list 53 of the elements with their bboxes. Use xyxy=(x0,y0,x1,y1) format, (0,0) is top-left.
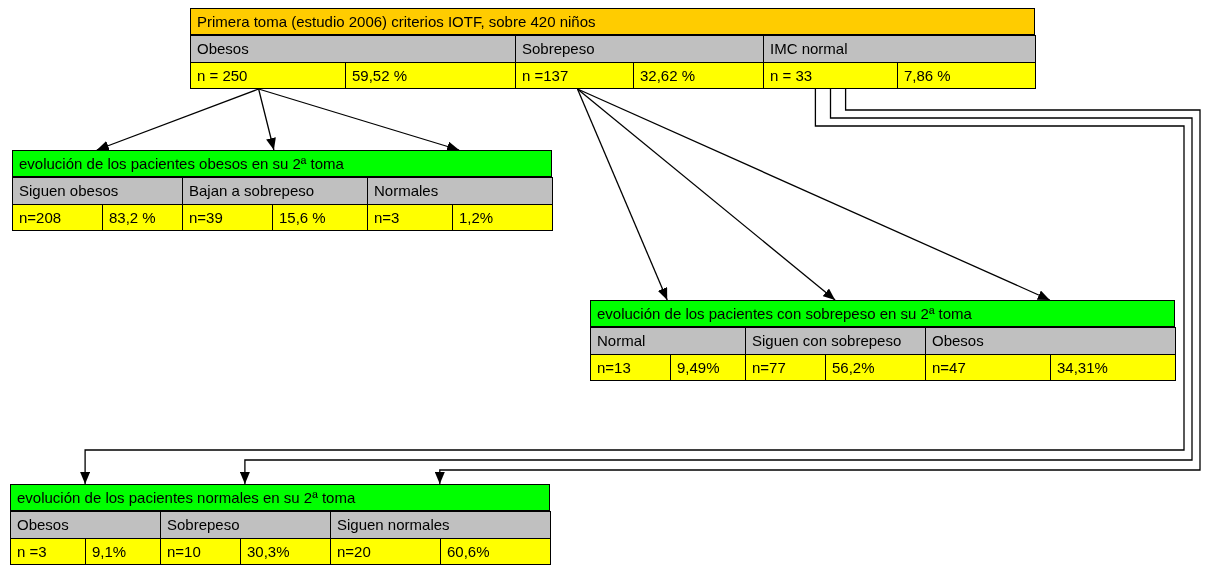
table-title: Primera toma (estudio 2006) criterios IOTF, sobre 420 niños xyxy=(190,8,1035,35)
arrow xyxy=(96,88,260,151)
data-table xyxy=(10,484,550,565)
table-title: evolución de los pacientes normales en su 2ª toma xyxy=(10,484,550,511)
value-cell: n = 33 xyxy=(763,62,898,89)
arrow xyxy=(434,88,1201,485)
column-header: Obesos xyxy=(925,327,1176,355)
value-cell: 32,62 % xyxy=(633,62,764,89)
value-cell: 9,49% xyxy=(670,354,746,381)
arrow xyxy=(239,88,1193,485)
column-header: Siguen normales xyxy=(330,511,551,539)
column-header: Normales xyxy=(367,177,553,205)
value-cell: 7,86 % xyxy=(897,62,1036,89)
column-header: Siguen con sobrepeso xyxy=(745,327,926,355)
value-cell: n=39 xyxy=(182,204,273,231)
value-cell: 9,1% xyxy=(85,538,161,565)
value-cell: 1,2% xyxy=(452,204,553,231)
value-cell: n=3 xyxy=(367,204,453,231)
data-table xyxy=(190,8,1035,89)
data-table xyxy=(590,300,1175,381)
column-header: Sobrepeso xyxy=(515,35,764,63)
column-header: Obesos xyxy=(10,511,161,539)
column-header: Siguen obesos xyxy=(12,177,183,205)
value-cell: n=77 xyxy=(745,354,826,381)
column-header: Normal xyxy=(590,327,746,355)
data-table xyxy=(12,150,552,231)
value-cell: n=10 xyxy=(160,538,241,565)
value-cell: 15,6 % xyxy=(272,204,368,231)
value-cell: n = 250 xyxy=(190,62,346,89)
arrow xyxy=(257,88,276,151)
value-cell: 34,31% xyxy=(1050,354,1176,381)
value-cell: n =137 xyxy=(515,62,634,89)
arrow xyxy=(576,88,668,301)
column-header: IMC normal xyxy=(763,35,1036,63)
value-cell: 83,2 % xyxy=(102,204,183,231)
value-cell: 59,52 % xyxy=(345,62,516,89)
value-cell: n=47 xyxy=(925,354,1051,381)
value-cell: n =3 xyxy=(10,538,86,565)
column-header: Sobrepeso xyxy=(160,511,331,539)
column-header: Bajan a sobrepeso xyxy=(182,177,368,205)
value-cell: 56,2% xyxy=(825,354,926,381)
table-title: evolución de los pacientes con sobrepeso en su 2ª toma xyxy=(590,300,1175,327)
value-cell: n=20 xyxy=(330,538,441,565)
arrow xyxy=(576,88,836,301)
value-cell: 30,3% xyxy=(240,538,331,565)
value-cell: n=13 xyxy=(590,354,671,381)
value-cell: 60,6% xyxy=(440,538,551,565)
arrow xyxy=(80,88,1185,485)
value-cell: n=208 xyxy=(12,204,103,231)
arrow xyxy=(576,88,1051,301)
column-header: Obesos xyxy=(190,35,516,63)
arrow xyxy=(257,88,460,152)
table-title: evolución de los pacientes obesos en su 2ª toma xyxy=(12,150,552,177)
